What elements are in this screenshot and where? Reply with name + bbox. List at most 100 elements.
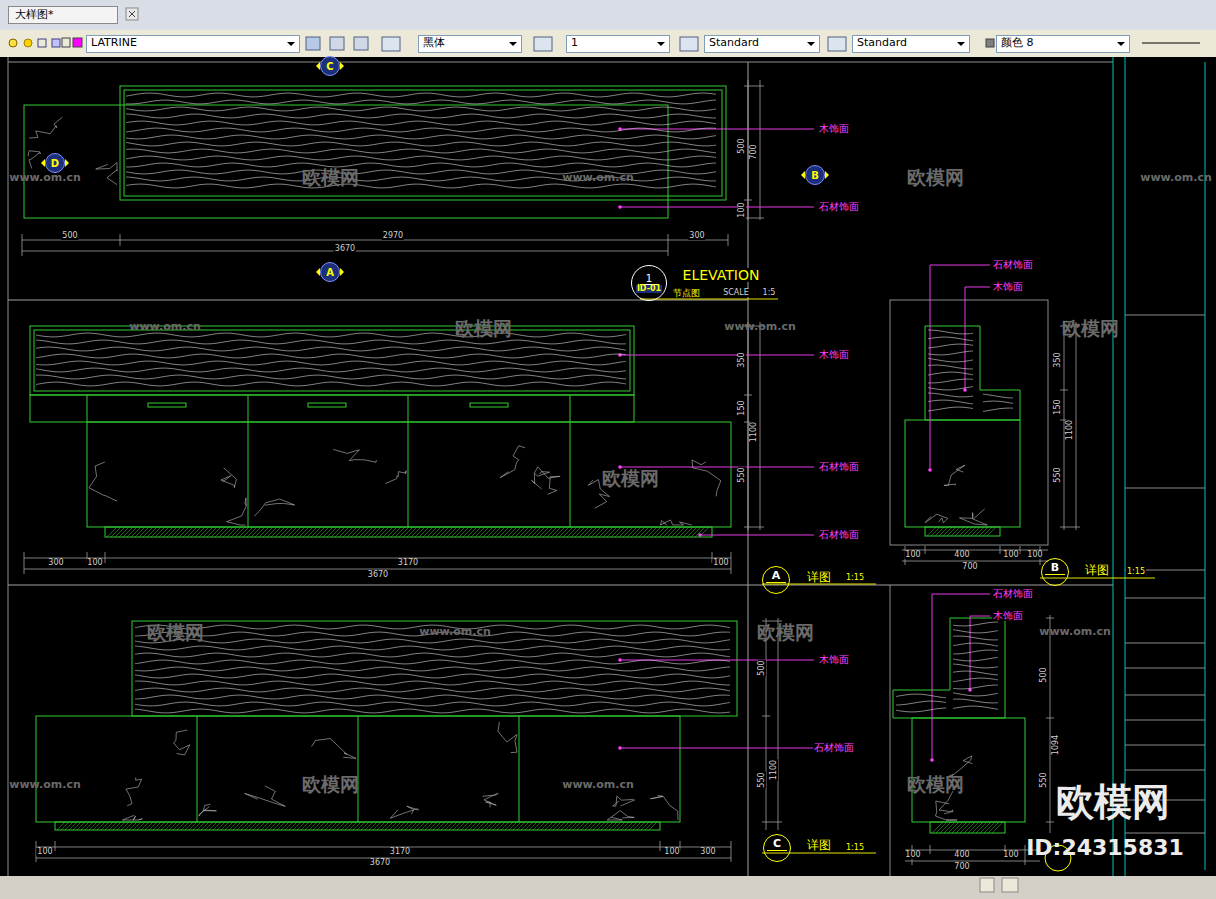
dropdown-field: Standard	[704, 35, 820, 53]
wood-grain	[953, 657, 998, 661]
base-hatch	[405, 822, 413, 830]
base-hatch	[551, 527, 561, 537]
base-hatch	[203, 527, 213, 537]
watermark: www.om.cn	[562, 779, 634, 790]
base-hatch	[683, 527, 693, 537]
base-hatch	[299, 527, 309, 537]
material-callout: 石材饰面	[992, 260, 1034, 270]
base-hatch	[631, 527, 641, 537]
drawing-number: 1ID-01	[631, 265, 667, 301]
base-hatch	[529, 822, 537, 830]
base-hatch	[413, 822, 421, 830]
stone-vein	[650, 796, 678, 820]
base-hatch	[399, 527, 409, 537]
title-text: 详图	[1084, 564, 1110, 576]
base-hatch	[343, 527, 353, 537]
base-hatch	[187, 527, 197, 537]
dimension-text: 3170	[397, 559, 419, 567]
drawing-tab: 大样图*	[8, 6, 118, 24]
base-hatch	[487, 527, 497, 537]
base-hatch	[213, 822, 221, 830]
node-text: 黑体	[423, 37, 503, 49]
base-hatch	[987, 527, 996, 536]
base-hatch	[499, 527, 509, 537]
base-hatch	[243, 527, 253, 537]
base-hatch	[111, 527, 121, 537]
base-hatch	[215, 527, 225, 537]
dimension-text: 550	[1054, 466, 1062, 483]
base-hatch	[419, 527, 429, 537]
base-hatch	[387, 527, 397, 537]
base-hatch	[983, 527, 992, 536]
wood-grain	[36, 347, 626, 351]
wood-grain	[928, 330, 973, 334]
watermark: 欧模网	[455, 319, 512, 338]
stone-vein	[660, 520, 691, 525]
base-hatch	[527, 527, 537, 537]
base-hatch	[559, 527, 569, 537]
base-hatch	[645, 822, 653, 830]
base-hatch	[201, 822, 209, 830]
base-hatch	[153, 822, 161, 830]
base-hatch	[493, 822, 501, 830]
base-hatch	[283, 527, 293, 537]
base-hatch	[61, 822, 69, 830]
base-hatch	[375, 527, 385, 537]
base-hatch	[179, 527, 189, 537]
base-hatch	[113, 822, 121, 830]
dimension-text: 1100	[750, 421, 758, 443]
wood-grain	[126, 142, 716, 146]
base-hatch	[331, 527, 341, 537]
base-hatch	[447, 527, 457, 537]
node-text: B	[1045, 562, 1065, 575]
base-hatch	[371, 527, 381, 537]
base-hatch	[397, 822, 405, 830]
node-text: C	[767, 838, 787, 851]
wood-grain	[953, 706, 998, 709]
base-hatch	[253, 822, 261, 830]
base-hatch	[369, 822, 377, 830]
base-hatch	[125, 822, 133, 830]
wood-grain	[928, 379, 973, 383]
base-hatch	[289, 822, 297, 830]
base-hatch	[339, 527, 349, 537]
wood-grain	[126, 114, 716, 118]
base-hatch	[301, 822, 309, 830]
title-text: 详图	[806, 839, 832, 851]
title-text: 详图	[806, 571, 832, 583]
section-marker: D	[45, 153, 65, 173]
base-hatch	[257, 822, 265, 830]
base-hatch	[393, 822, 401, 830]
wood-grain	[953, 636, 998, 640]
base-hatch	[453, 822, 461, 830]
wood-grain	[928, 351, 973, 355]
base-hatch	[361, 822, 369, 830]
base-hatch	[235, 527, 245, 537]
stone-vein	[944, 465, 965, 485]
dimension-text: 350	[1054, 351, 1062, 368]
wood-grain	[126, 163, 716, 167]
dimension-text: 1100	[1066, 419, 1074, 441]
close-cross	[129, 11, 135, 17]
base-hatch	[199, 527, 209, 537]
base-hatch	[285, 822, 293, 830]
base-hatch	[485, 822, 493, 830]
wood-grain	[126, 149, 716, 153]
base-hatch	[277, 822, 285, 830]
wood-grain	[126, 128, 716, 132]
base-hatch	[441, 822, 449, 830]
base-hatch	[139, 527, 149, 537]
base-hatch	[563, 527, 573, 537]
dimension-text: 400	[953, 851, 970, 859]
base-hatch	[105, 822, 113, 830]
base-hatch	[963, 527, 972, 536]
base-hatch	[217, 822, 225, 830]
material-callout: 木饰面	[818, 350, 850, 360]
base-hatch	[271, 527, 281, 537]
base-hatch	[311, 527, 321, 537]
wood-grain	[126, 93, 716, 97]
base-hatch	[699, 527, 709, 537]
base-hatch	[411, 527, 421, 537]
base-hatch	[97, 822, 105, 830]
base-hatch	[429, 822, 437, 830]
